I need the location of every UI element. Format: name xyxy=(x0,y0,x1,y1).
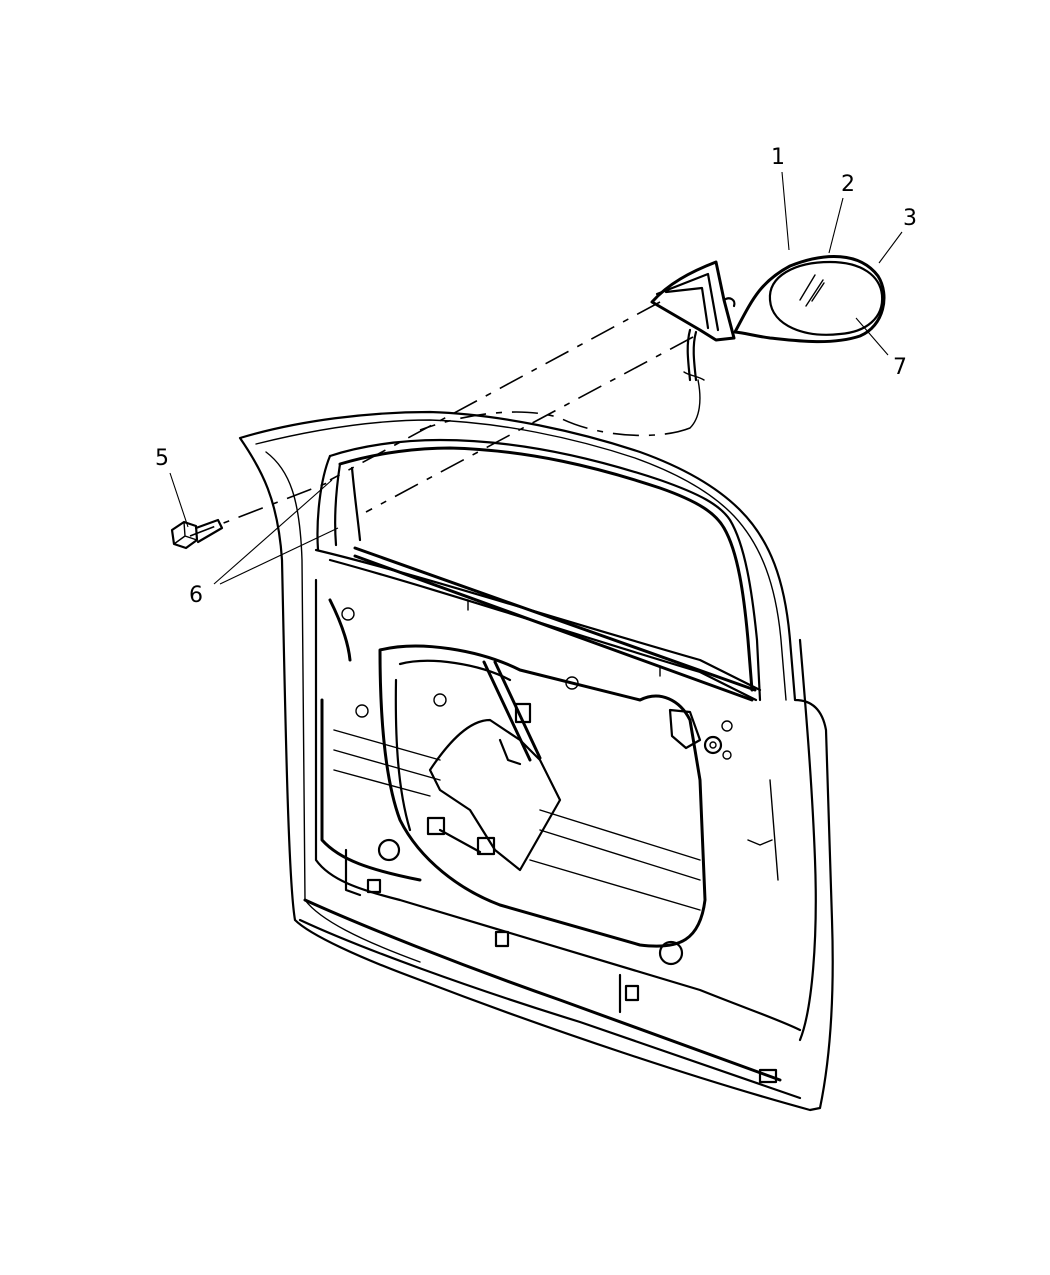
callout-7: 7 xyxy=(893,355,907,380)
callout-6: 6 xyxy=(189,583,203,608)
callout-5: 5 xyxy=(155,446,169,471)
leader-6b xyxy=(219,527,339,585)
callout-1: 1 xyxy=(771,145,785,170)
door-panel xyxy=(238,410,834,1112)
leader-6a xyxy=(213,479,333,585)
mirror-glass xyxy=(768,260,884,336)
leader-5 xyxy=(169,472,189,528)
leader-2 xyxy=(828,197,844,254)
leader-7 xyxy=(855,317,889,356)
mounting-bolt xyxy=(170,518,224,550)
leader-1 xyxy=(781,171,790,251)
projection-lines xyxy=(189,301,694,537)
leader-3 xyxy=(878,231,903,264)
callout-3: 3 xyxy=(903,206,917,231)
leader-lines xyxy=(169,171,903,585)
mirror-assembly xyxy=(650,255,886,429)
callout-2: 2 xyxy=(841,172,855,197)
